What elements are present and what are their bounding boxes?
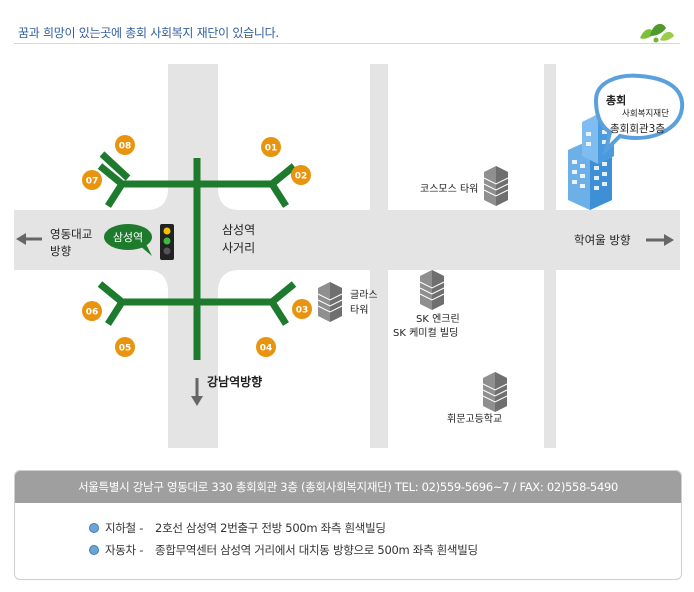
block-n-mid — [218, 64, 370, 210]
block-se — [556, 270, 680, 448]
block-s-mid — [218, 270, 370, 448]
directions-panel: 서울특별시 강남구 영동대로 330 총회회관 3층 (총회사회복지재단) TE… — [14, 470, 682, 580]
svg-text:05: 05 — [119, 344, 132, 354]
glass-tower-label-1: 글라스 — [350, 289, 378, 301]
exit-badge-02: 02 — [291, 165, 311, 185]
block-nw — [14, 64, 168, 210]
exit-badge-01: 01 — [261, 137, 281, 157]
svg-text:03: 03 — [296, 306, 309, 316]
west-direction-label-1: 영동대교 — [50, 227, 92, 241]
destination-floor-label: 총회회관3층 — [610, 123, 665, 135]
bullet-icon — [89, 544, 99, 555]
svg-text:04: 04 — [260, 344, 273, 354]
south-direction-label: 강남역방향 — [207, 374, 262, 389]
exit-badge-05: 05 — [115, 337, 135, 357]
exit-badge-08: 08 — [115, 135, 135, 155]
sk-building-label-1: SK 엔크린 — [416, 313, 460, 325]
exit-badge-04: 04 — [256, 337, 276, 357]
block-sw — [14, 270, 168, 448]
exit-badge-07: 07 — [82, 170, 102, 190]
arrow-left-icon — [16, 233, 42, 245]
exit-badge-03: 03 — [292, 299, 312, 319]
subway-line — [97, 151, 297, 360]
intersection-label-2: 사거리 — [222, 241, 255, 255]
glass-tower-label-2: 타워 — [350, 303, 368, 316]
bullet-icon — [89, 522, 99, 533]
sk-building-icon — [419, 270, 445, 310]
svg-text:02: 02 — [295, 172, 308, 182]
svg-text:01: 01 — [265, 144, 278, 154]
site-tagline: 꿈과 희망이 있는곳에 총회 사회복지 재단이 있습니다. — [18, 26, 279, 40]
car-label: 자동차 - — [105, 543, 144, 557]
school-building-icon — [482, 372, 508, 412]
block-cosmos — [388, 64, 544, 210]
arrow-down-icon — [191, 378, 203, 406]
block-sk — [388, 270, 544, 448]
svg-text:삼성역: 삼성역 — [113, 231, 143, 244]
cosmos-tower-label: 코스모스 타워 — [420, 182, 478, 195]
school-label: 휘문고등학교 — [447, 413, 502, 425]
destination-logo-line2: 사회복지재단 — [622, 108, 669, 119]
svg-text:07: 07 — [86, 177, 99, 187]
location-map: 08 01 07 02 06 03 05 04 삼성역 삼성역 — [0, 64, 694, 460]
station-bubble: 삼성역 — [104, 224, 152, 256]
exit-badge-06: 06 — [82, 301, 102, 321]
subway-label: 지하철 - — [105, 521, 144, 535]
svg-text:08: 08 — [119, 142, 132, 152]
glass-tower-building-icon — [317, 282, 343, 322]
cosmos-tower-building-icon — [483, 166, 509, 206]
subway-directions: 2호선 삼성역 2번출구 전방 500m 좌측 흰색빌딩 — [155, 521, 386, 535]
traffic-light-icon — [160, 224, 174, 260]
arrow-right-icon — [646, 234, 674, 246]
car-directions: 종합무역센터 삼성역 거리에서 대치동 방향으로 500m 좌측 흰색빌딩 — [155, 543, 478, 557]
sk-building-label-2: SK 케미컬 빌딩 — [393, 326, 458, 339]
east-direction-label: 학여울 방향 — [574, 233, 631, 247]
intersection-label-1: 삼성역 — [222, 223, 255, 237]
destination-bubble — [593, 73, 685, 157]
svg-text:06: 06 — [86, 308, 99, 318]
leaf-logo-icon — [640, 23, 674, 43]
list-item: 자동차 - 종합무역센터 삼성역 거리에서 대치동 방향으로 500m 좌측 흰색… — [89, 539, 681, 561]
west-direction-label-2: 방향 — [50, 244, 72, 258]
address-bar: 서울특별시 강남구 영동대로 330 총회회관 3층 (총회사회복지재단) TE… — [15, 471, 681, 503]
destination-logo-line1: 총회 — [606, 93, 626, 107]
header-divider — [14, 43, 680, 44]
list-item: 지하철 - 2호선 삼성역 2번출구 전방 500m 좌측 흰색빌딩 — [89, 517, 681, 539]
transport-list: 지하철 - 2호선 삼성역 2번출구 전방 500m 좌측 흰색빌딩 자동차 - 종… — [89, 517, 681, 561]
